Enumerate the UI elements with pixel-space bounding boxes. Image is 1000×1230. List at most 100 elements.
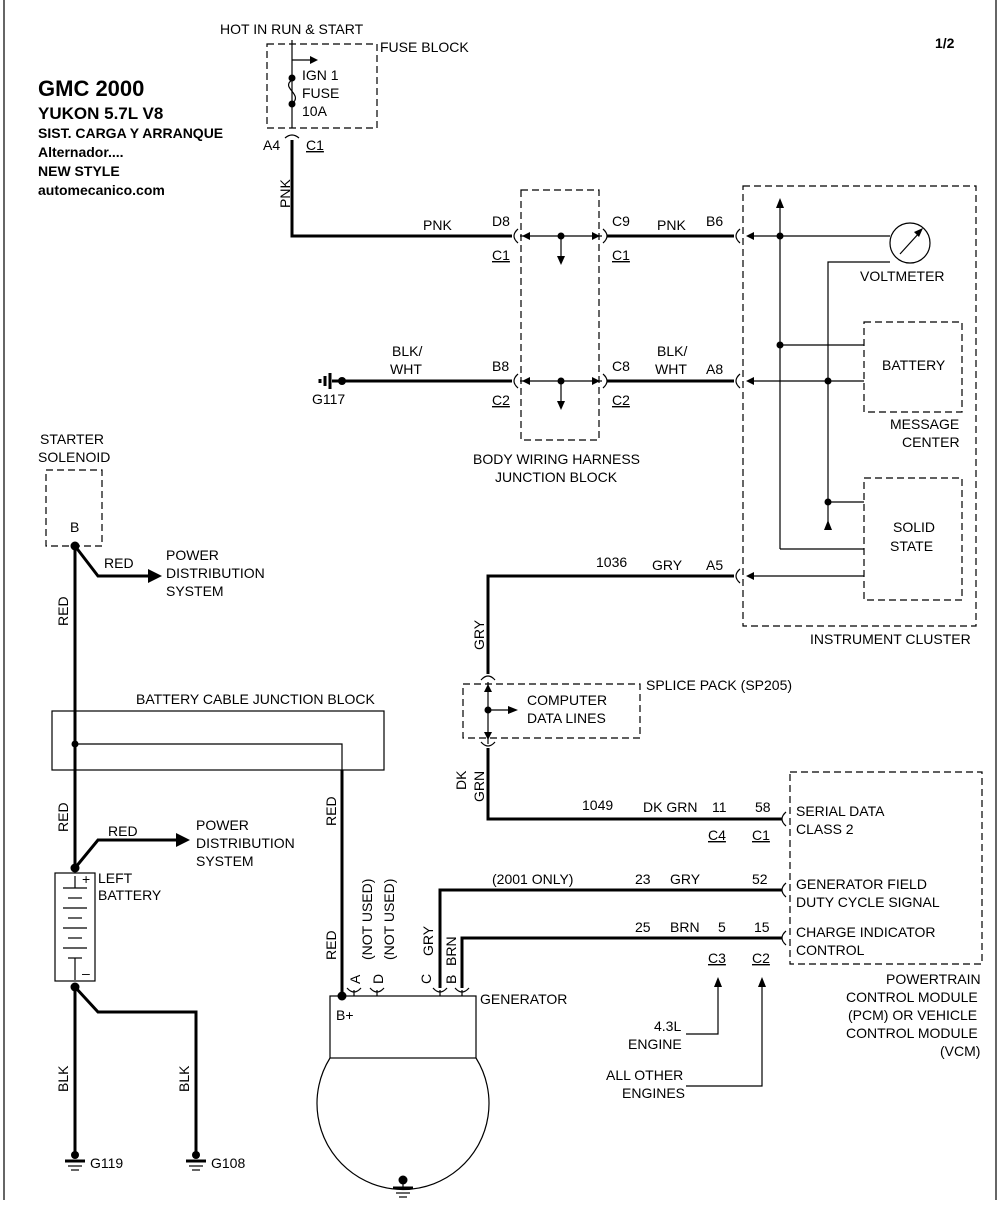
conn-c9 bbox=[602, 228, 608, 244]
wire-brn-25 bbox=[460, 936, 782, 988]
conn-a5 bbox=[735, 568, 741, 584]
pds-a-3: SYSTEM bbox=[166, 583, 224, 599]
wire-blk-1: BLK bbox=[55, 1065, 71, 1092]
pin-11: 11 bbox=[712, 799, 727, 815]
generator-ground-icon bbox=[393, 1175, 413, 1198]
title-make: GMC 2000 bbox=[38, 76, 144, 101]
wire-gry-23 bbox=[438, 888, 782, 988]
wire-pnk-h1: PNK bbox=[423, 217, 452, 233]
pin-b8: B8 bbox=[492, 358, 509, 374]
wire-gry-gen: GRY bbox=[420, 925, 436, 956]
arrow-other-head bbox=[758, 977, 766, 987]
pcm-box bbox=[789, 771, 983, 965]
cluster-a8-drop-arrow bbox=[824, 520, 832, 530]
serial-data-1: SERIAL DATA bbox=[796, 803, 885, 819]
genfield-1: GENERATOR FIELD bbox=[796, 876, 927, 892]
generator-body bbox=[329, 995, 477, 1059]
title-model: YUKON 5.7L V8 bbox=[38, 104, 163, 123]
pin-15: 15 bbox=[754, 919, 770, 935]
pin-a8: A8 bbox=[706, 361, 723, 377]
wire-dkgrn-h: DK GRN bbox=[643, 799, 697, 815]
wire-red-to-pds-a bbox=[73, 545, 150, 578]
wire-blkwht2-b: WHT bbox=[655, 361, 687, 377]
wire-blkwht1-a: BLK/ bbox=[392, 343, 422, 359]
pin-52: 52 bbox=[752, 871, 768, 887]
fuse-arrow-head bbox=[310, 56, 318, 64]
bwh-arrow-bottom bbox=[557, 401, 565, 410]
title-component: Alternador.... bbox=[38, 144, 124, 160]
wire-pnk-fuse bbox=[290, 140, 512, 238]
starter-label-2: SOLENOID bbox=[38, 449, 110, 465]
ground-g108: G108 bbox=[211, 1155, 245, 1171]
solid-state-label-1: SOLID bbox=[893, 519, 935, 535]
conn-a8 bbox=[735, 373, 741, 389]
body-harness-junction-box bbox=[520, 189, 600, 441]
left-battery-1: LEFT bbox=[98, 870, 133, 886]
fuse-node-1 bbox=[288, 74, 296, 82]
conn-splice-top bbox=[480, 675, 496, 681]
fuse-ign-label: IGN 1 bbox=[302, 67, 339, 83]
battery-box bbox=[54, 872, 96, 982]
only-2001-label: (2001 ONLY) bbox=[492, 871, 573, 887]
bwh-label-1: BODY WIRING HARNESS bbox=[473, 451, 640, 467]
bcjb-label: BATTERY CABLE JUNCTION BLOCK bbox=[136, 691, 375, 707]
title-site: automecanico.com bbox=[38, 182, 165, 198]
charge-ind-1: CHARGE INDICATOR bbox=[796, 924, 936, 940]
pin-c2-right: C2 bbox=[612, 392, 630, 408]
gen-pin-c: C bbox=[418, 974, 434, 984]
bwh-arrowhead-r2 bbox=[592, 377, 600, 385]
conn-b6 bbox=[735, 228, 741, 244]
pin-sol-b: B bbox=[70, 519, 79, 535]
cluster-a8-riser bbox=[827, 261, 890, 502]
pds-a-2: DISTRIBUTION bbox=[166, 565, 265, 581]
ground-g117: G117 bbox=[312, 391, 345, 407]
pin-c2-pcm: C2 bbox=[752, 950, 770, 966]
wire-gry-23-label: GRY bbox=[670, 871, 701, 887]
pin-a4: A4 bbox=[263, 137, 280, 153]
wire-gry-1036 bbox=[486, 574, 734, 674]
wire-pnk-h2: PNK bbox=[657, 217, 686, 233]
computer-data-lines-1: COMPUTER bbox=[527, 692, 607, 708]
fuse-block-label: FUSE BLOCK bbox=[380, 39, 469, 55]
bwh-arrow-top bbox=[557, 256, 565, 265]
conn-splice-bottom bbox=[480, 741, 496, 747]
pds-a-1: POWER bbox=[166, 547, 219, 563]
wire-red-4: RED bbox=[323, 930, 339, 960]
wire-red-to-pds-b bbox=[73, 838, 180, 869]
pcm-label-1: POWERTRAIN bbox=[886, 971, 981, 987]
wire-brn-gen: BRN bbox=[443, 936, 459, 966]
pin-c1-left: C1 bbox=[492, 247, 510, 263]
solid-state-box bbox=[863, 477, 963, 601]
splice-pack-box bbox=[462, 683, 641, 739]
hot-in-run-label: HOT IN RUN & START bbox=[220, 21, 364, 37]
conn-b8 bbox=[513, 373, 519, 389]
pin-c9: C9 bbox=[612, 213, 630, 229]
wire-dkgrn-v-b: GRN bbox=[471, 771, 487, 802]
computer-data-lines-2: DATA LINES bbox=[527, 710, 606, 726]
pin-c8: C8 bbox=[612, 358, 630, 374]
splice-data-arrow bbox=[508, 706, 518, 714]
wire-red-3: RED bbox=[323, 796, 339, 826]
pin-c2-left: C2 bbox=[492, 392, 510, 408]
instrument-cluster-box bbox=[742, 185, 977, 627]
conn-d8 bbox=[513, 228, 519, 244]
wire-red-2: RED bbox=[55, 802, 71, 832]
conn-c8 bbox=[602, 373, 608, 389]
pds-a-arrow bbox=[148, 569, 162, 583]
fuse-block-box bbox=[266, 43, 378, 129]
wire-blk-2: BLK bbox=[176, 1065, 192, 1092]
wire-gry-vertical: GRY bbox=[471, 619, 487, 650]
pin-b6: B6 bbox=[706, 213, 723, 229]
battery-plus: + bbox=[82, 871, 90, 887]
wire-gry-1036-label: GRY bbox=[652, 557, 683, 573]
ground-g108-icon bbox=[186, 1151, 206, 1171]
wire-blkwht1-b: WHT bbox=[390, 361, 422, 377]
gen-pin-b: B bbox=[443, 975, 459, 984]
bwh-arrowhead-l1 bbox=[522, 232, 530, 240]
generator-bplus: B+ bbox=[336, 1007, 354, 1023]
wire-red-pds-b: RED bbox=[108, 823, 138, 839]
gen-pin-a: A bbox=[347, 974, 363, 984]
pcm-label-2: CONTROL MODULE bbox=[846, 989, 978, 1005]
arrow-other-engines bbox=[686, 984, 763, 1087]
